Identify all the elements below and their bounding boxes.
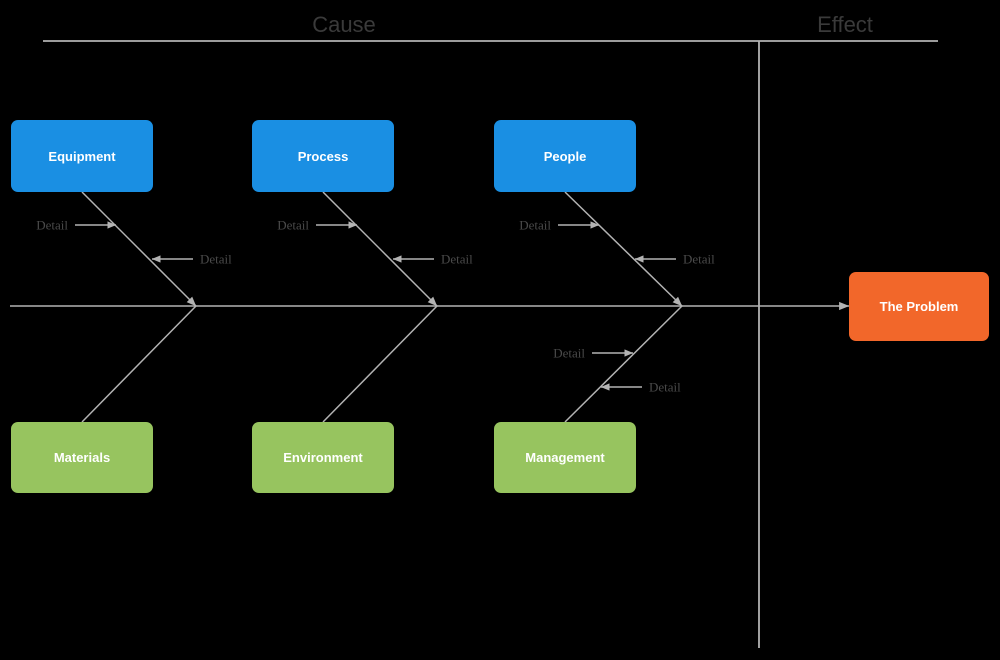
detail-label-people-1[interactable]: Detail [519,217,551,233]
cause-header: Cause [312,12,376,37]
category-box-materials[interactable]: Materials [11,422,153,493]
effect-box-the-problem[interactable]: The Problem [849,272,989,341]
rib-environment [322,305,438,423]
header-rules [43,40,938,648]
rib-management [564,305,683,423]
category-box-process[interactable]: Process [252,120,394,192]
category-box-equipment[interactable]: Equipment [11,120,153,192]
rib-people [564,191,683,307]
detail-label-people-2[interactable]: Detail [683,251,715,267]
effect-box-label: The Problem [879,299,959,314]
category-box-label: Management [525,450,605,465]
category-box-management[interactable]: Management [494,422,636,493]
category-box-environment[interactable]: Environment [252,422,394,493]
detail-label-management-1[interactable]: Detail [553,345,585,361]
detail-label-equipment-1[interactable]: Detail [36,217,68,233]
category-box-label: People [543,148,587,164]
detail-arrows-group [75,221,676,391]
category-box-label: Equipment [48,148,116,164]
category-box-people[interactable]: People [494,120,636,192]
effect-header: Effect [817,12,873,37]
detail-label-process-1[interactable]: Detail [277,217,309,233]
category-box-label: Materials [53,450,111,465]
category-ribs-group [81,191,683,423]
rib-materials [81,305,197,423]
category-box-label: Environment [283,450,363,465]
rib-equipment [81,191,197,307]
detail-label-process-2[interactable]: Detail [441,251,473,267]
detail-label-management-2[interactable]: Detail [649,379,681,395]
detail-label-equipment-2[interactable]: Detail [200,251,232,267]
rib-process [322,191,438,307]
category-box-label: Process [297,148,349,164]
